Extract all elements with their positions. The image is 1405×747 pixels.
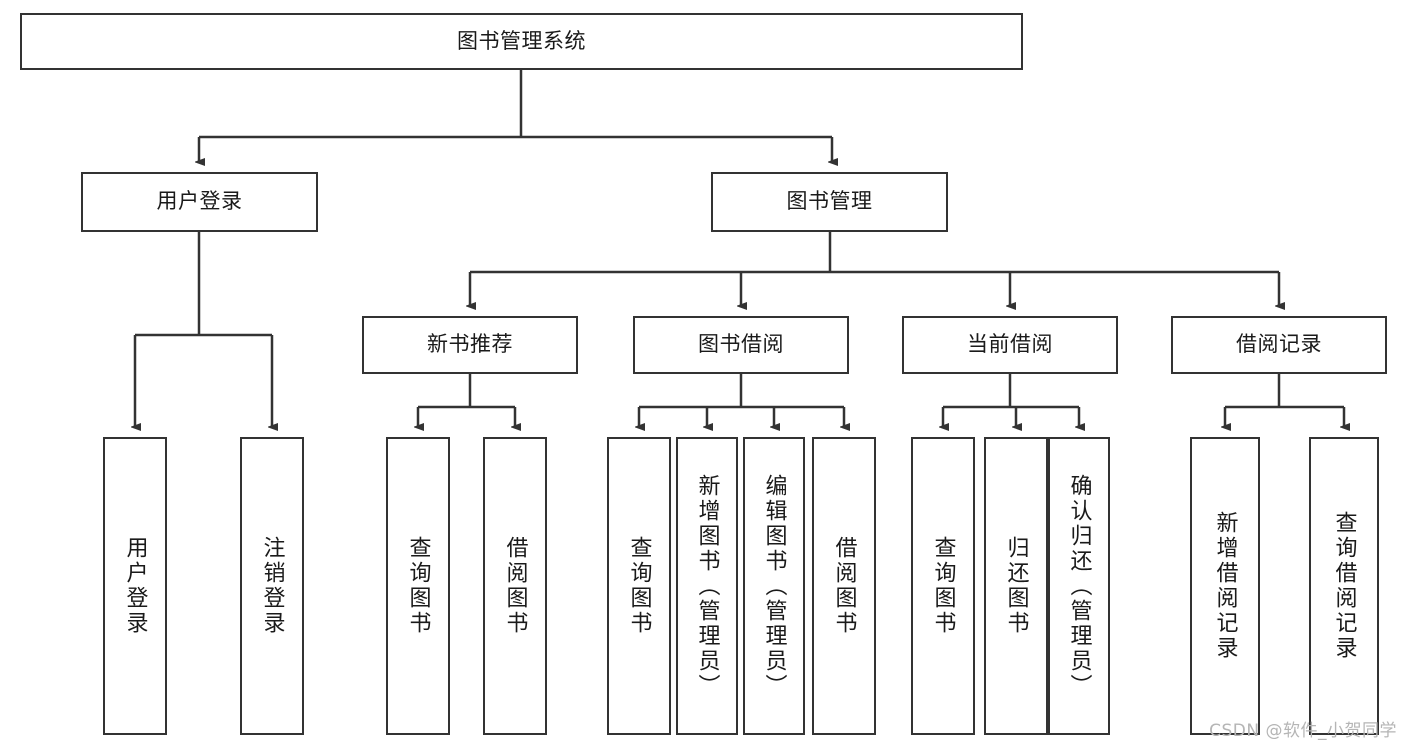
leaf-borrow-book-2[interactable]: 借阅图书 [812, 437, 876, 735]
node-book-manage[interactable]: 图书管理 [711, 172, 948, 232]
leaf-user-login-label: 用户登录 [122, 536, 148, 636]
node-new-book-rec[interactable]: 新书推荐 [362, 316, 578, 374]
node-user-login[interactable]: 用户登录 [81, 172, 318, 232]
leaf-logout-login-label: 注销登录 [259, 536, 285, 636]
leaf-add-book[interactable]: 新增图书（管理员） [676, 437, 738, 735]
leaf-user-login[interactable]: 用户登录 [103, 437, 167, 735]
leaf-add-borrow-record[interactable]: 新增借阅记录 [1190, 437, 1260, 735]
node-borrow-record-label: 借阅记录 [1236, 332, 1322, 357]
leaf-add-borrow-record-label: 新增借阅记录 [1212, 511, 1238, 661]
leaf-query-book-3[interactable]: 查询图书 [911, 437, 975, 735]
csdn-watermark: CSDN @软件_小贺同学 [1209, 721, 1397, 741]
leaf-edit-book-label: 编辑图书（管理员） [761, 473, 787, 699]
node-root-label: 图书管理系统 [457, 28, 586, 53]
node-user-login-label: 用户登录 [156, 189, 243, 214]
leaf-query-borrow-record-label: 查询借阅记录 [1331, 511, 1357, 661]
leaf-logout-login[interactable]: 注销登录 [240, 437, 304, 735]
node-current-borrow-label: 当前借阅 [967, 332, 1053, 357]
leaf-query-book-2-label: 查询图书 [626, 536, 652, 636]
leaf-confirm-return[interactable]: 确认归还（管理员） [1048, 437, 1110, 735]
leaf-query-borrow-record[interactable]: 查询借阅记录 [1309, 437, 1379, 735]
node-new-book-rec-label: 新书推荐 [427, 332, 513, 357]
leaf-query-book-2[interactable]: 查询图书 [607, 437, 671, 735]
leaf-query-book-3-label: 查询图书 [930, 536, 956, 636]
node-borrow-record[interactable]: 借阅记录 [1171, 316, 1387, 374]
leaf-borrow-book-2-label: 借阅图书 [831, 536, 857, 636]
leaf-add-book-label: 新增图书（管理员） [694, 473, 720, 699]
node-book-manage-label: 图书管理 [786, 189, 873, 214]
leaf-query-book-1-label: 查询图书 [405, 536, 431, 636]
leaf-query-book-1[interactable]: 查询图书 [386, 437, 450, 735]
leaf-borrow-book-1-label: 借阅图书 [502, 536, 528, 636]
leaf-borrow-book-1[interactable]: 借阅图书 [483, 437, 547, 735]
leaf-confirm-return-label: 确认归还（管理员） [1066, 473, 1092, 699]
node-book-borrow-label: 图书借阅 [698, 332, 784, 357]
node-root[interactable]: 图书管理系统 [20, 13, 1023, 70]
leaf-edit-book[interactable]: 编辑图书（管理员） [743, 437, 805, 735]
leaf-return-book-label: 归还图书 [1003, 536, 1029, 636]
node-book-borrow[interactable]: 图书借阅 [633, 316, 849, 374]
node-current-borrow[interactable]: 当前借阅 [902, 316, 1118, 374]
leaf-return-book[interactable]: 归还图书 [984, 437, 1048, 735]
